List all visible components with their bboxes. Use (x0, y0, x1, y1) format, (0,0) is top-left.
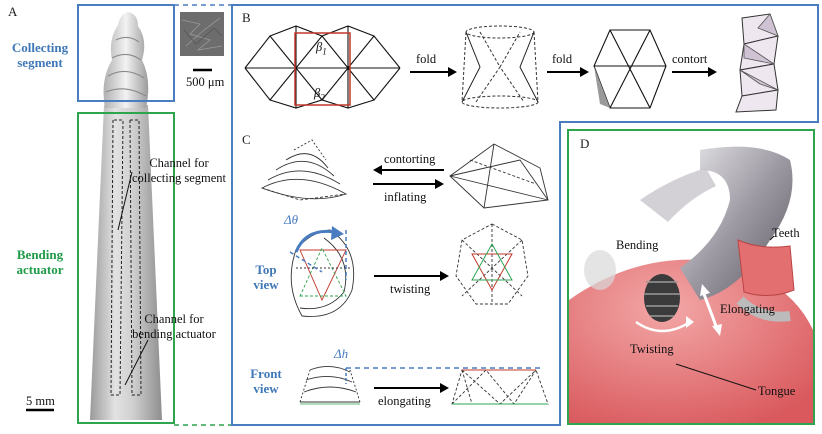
scale-label-micrometer: 500 μm (186, 75, 225, 89)
front-view-line2: view (253, 381, 279, 396)
bending-label-line2: actuator (16, 262, 64, 277)
channel-bending-line2: bending actuator (132, 327, 216, 341)
delta-h-label: Δh (334, 346, 349, 361)
front-view-line1: Front (250, 366, 282, 381)
inflating-label: inflating (384, 190, 427, 204)
panel-a-device-illustration (26, 4, 232, 426)
contort-label: contort (672, 52, 708, 66)
channel-bending-line1: Channel for (144, 312, 204, 326)
channel-collecting-line2: collecting segment (131, 171, 227, 185)
scale-label-millimeter: 5 mm (26, 394, 55, 408)
elongating-label-c: elongating (378, 394, 431, 408)
beta2-label: β2 (314, 86, 325, 106)
twisting-label-d: Twisting (630, 342, 674, 356)
beta1-symbol: β (316, 40, 323, 54)
channel-bending-label: Channel for bending actuator (120, 312, 228, 342)
tongue-label: Tongue (758, 384, 796, 398)
bending-label-line1: Bending (16, 247, 64, 262)
collecting-label-line2: segment (17, 55, 63, 70)
panel-b-letter: B (242, 10, 251, 25)
teeth-label: Teeth (772, 226, 800, 240)
panel-b-folding-sequence (244, 13, 779, 113)
beta2-subscript: 2 (320, 92, 325, 103)
fold-label-1: fold (416, 52, 437, 66)
channel-collecting-line1: Channel for (149, 156, 209, 170)
front-view-label: Front view (244, 366, 288, 396)
top-view-label: Top view (248, 262, 284, 292)
bending-label-d: Bending (616, 238, 659, 252)
collecting-segment-label: Collecting segment (4, 40, 76, 70)
bending-actuator-frame (77, 112, 175, 424)
top-view-line1: Top (255, 262, 277, 277)
elongating-label-d: Elongating (720, 302, 775, 316)
top-view-line2: view (253, 277, 279, 292)
beta1-subscript: 1 (322, 46, 327, 57)
bending-actuator-label: Bending actuator (4, 247, 76, 277)
twisting-label: twisting (390, 282, 431, 296)
panel-c-letter: C (242, 132, 251, 147)
channel-collecting-label: Channel for collecting segment (124, 156, 234, 186)
collecting-label-line1: Collecting (11, 40, 69, 55)
unit-cell-box (294, 32, 351, 106)
delta-theta-label: Δθ (284, 212, 299, 227)
fold-label-2: fold (552, 52, 573, 66)
beta2-symbol: β (314, 86, 321, 100)
panel-d-letter: D (580, 136, 590, 151)
contorting-label: contorting (384, 152, 436, 166)
collecting-segment-frame (77, 4, 175, 102)
beta1-label: β1 (316, 40, 327, 60)
panel-a-letter: A (8, 4, 18, 19)
